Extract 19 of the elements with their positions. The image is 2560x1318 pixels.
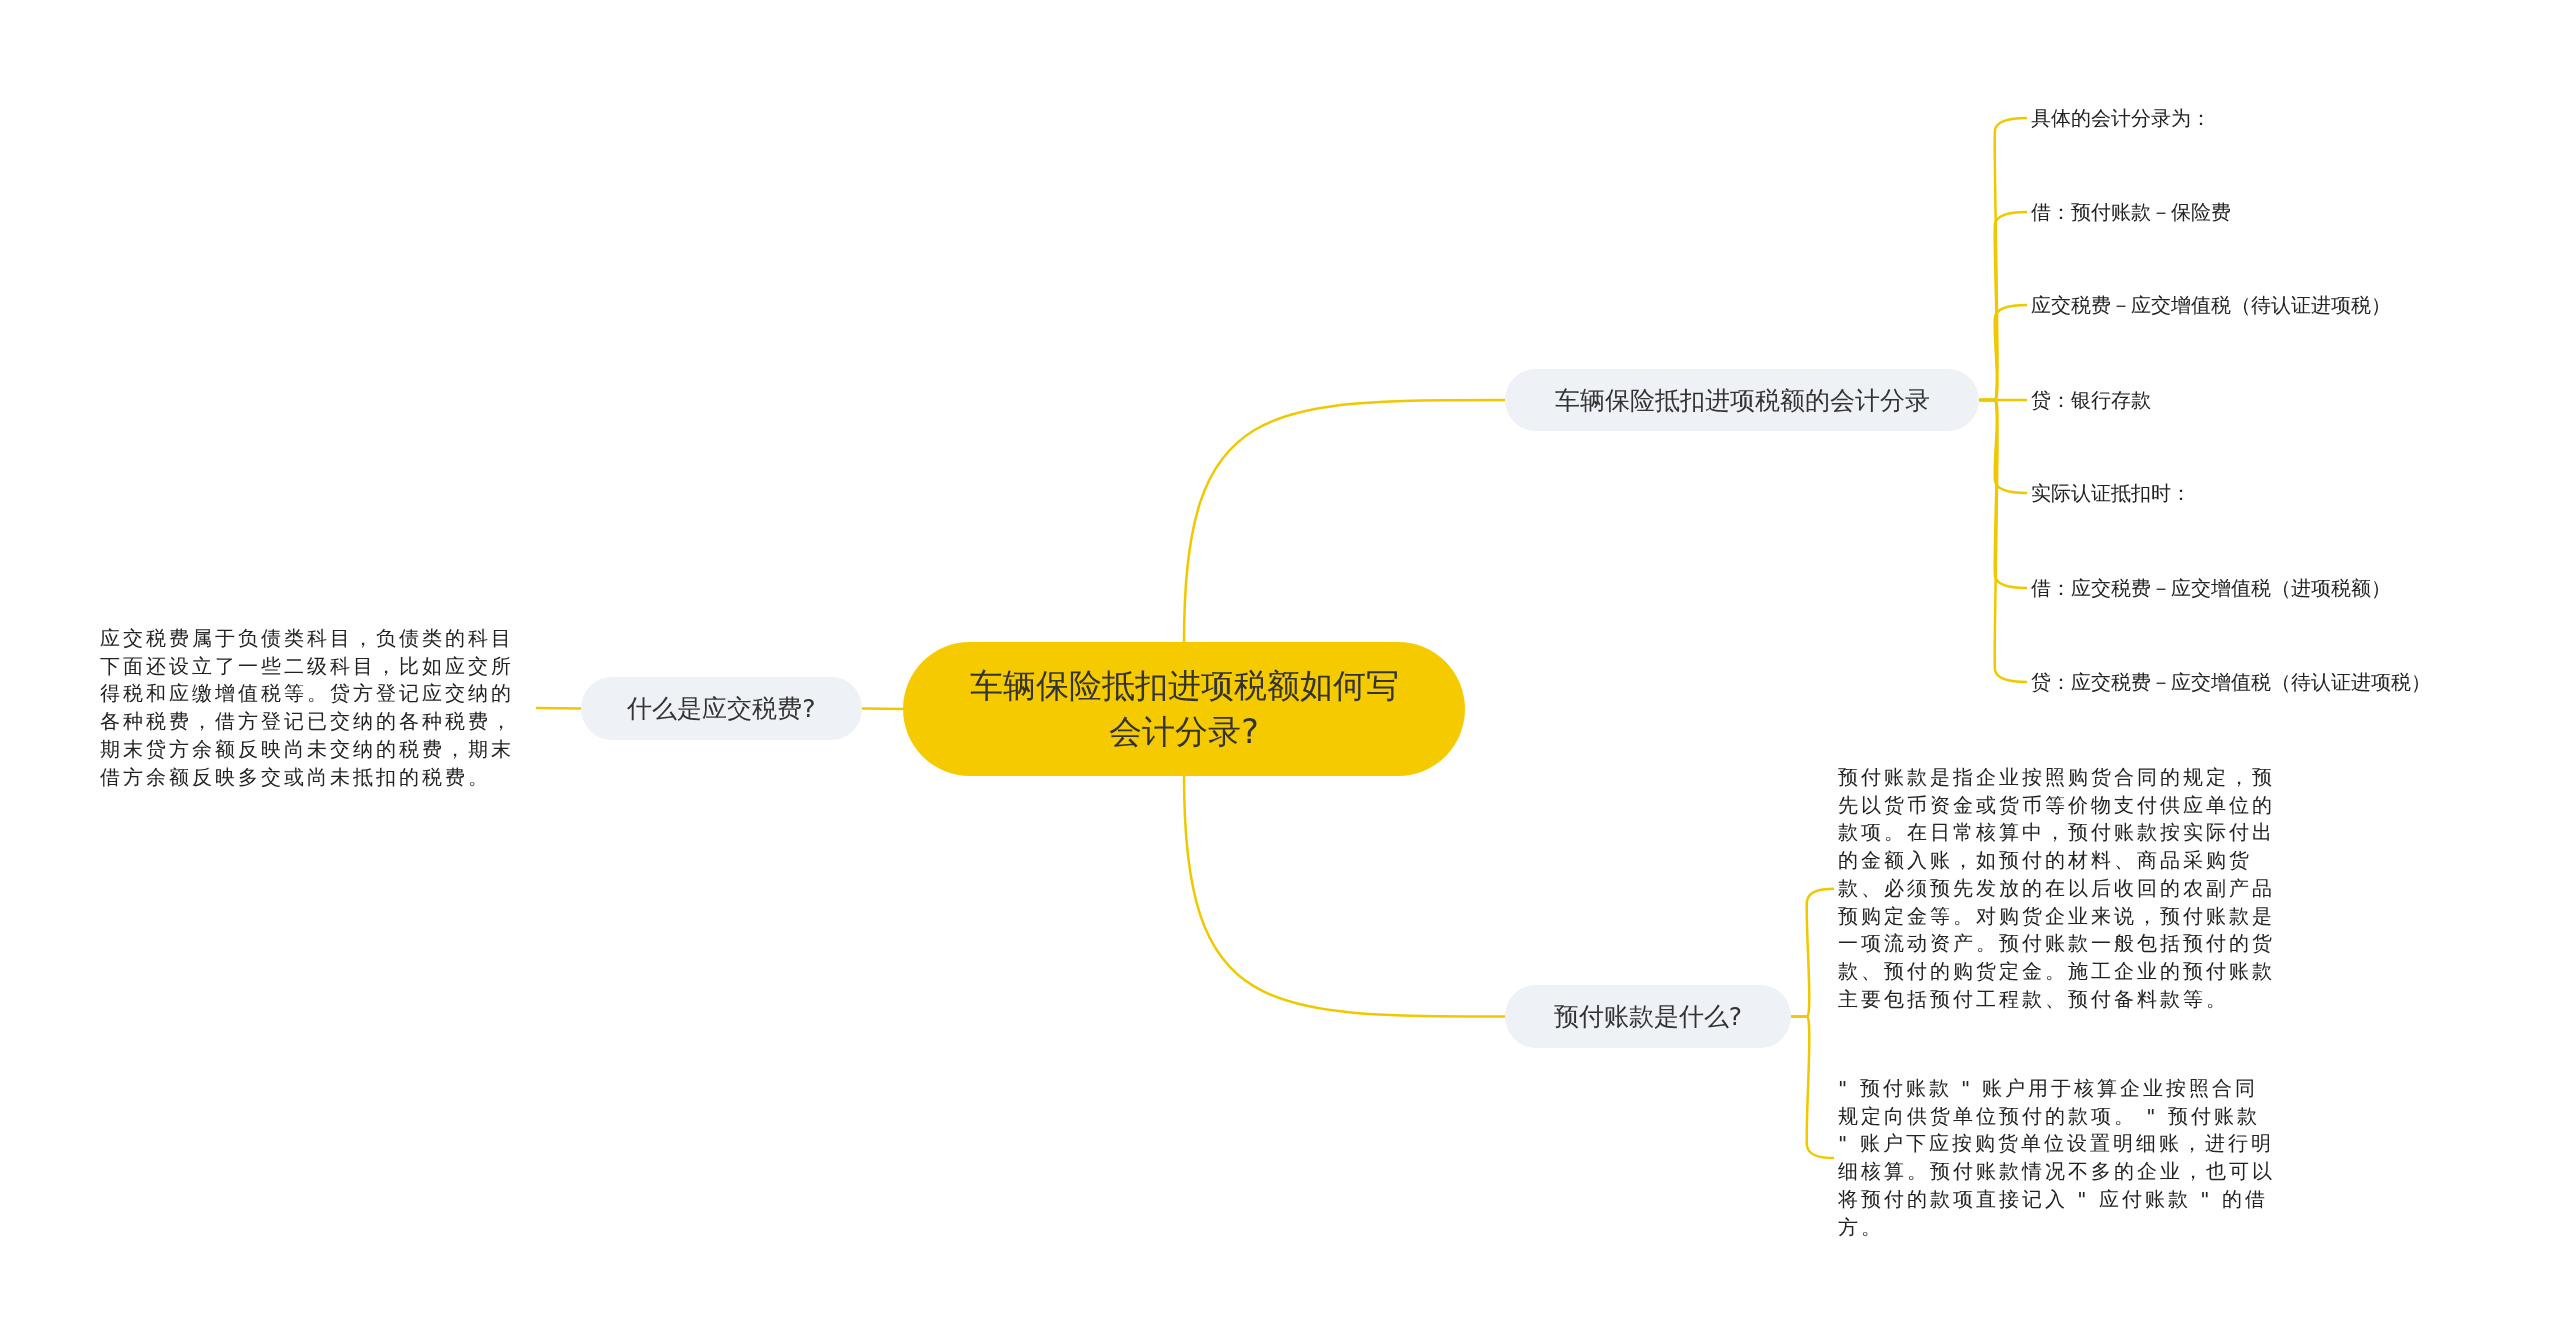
topic-box: 车辆保险抵扣进项税额的会计分录 xyxy=(1505,369,1979,431)
subtopic-text: 贷：应交税费－应交增值税（待认证进项税） xyxy=(2027,668,2435,696)
subtopic-text: 借：预付账款－保险费 xyxy=(2027,198,2235,226)
topic-box: 什么是应交税费? xyxy=(581,677,862,740)
subtopic-text: 借：应交税费－应交增值税（进项税额） xyxy=(2027,574,2395,602)
note-text: 应交税费属于负债类科目，负债类的科目下面还设立了一些二级科目，比如应交所得税和应缴增值税等。贷方登记应交纳的各种税费，借方登记已交纳的各种税费，期末贷方余额反映尚未交纳的税费，期末借方余额反映多交或尚未抵扣的税费。 xyxy=(96,625,536,792)
note-text: " 预付账款 " 账户用于核算企业按照合同规定向供货单位预付的款项。 " 预付账款 " 账户下应按购货单位设置明细账，进行明细核算。预付账款情况不多的企业，也可以将预付的款项直接记入 " 应付账款 " 的借方。 xyxy=(1834,1075,2284,1242)
subtopic-text: 应交税费－应交增值税（待认证进项税） xyxy=(2027,291,2395,319)
subtopic-text: 实际认证抵扣时： xyxy=(2027,479,2195,507)
connector-line xyxy=(862,707,903,711)
central-topic: 车辆保险抵扣进项税额如何写会计分录? xyxy=(903,642,1465,776)
connector-line xyxy=(1979,398,2028,684)
connector-line xyxy=(1182,398,1505,643)
subtopic-text: 贷：银行存款 xyxy=(2027,386,2155,414)
topic-box: 预付账款是什么? xyxy=(1505,985,1791,1048)
connector-line xyxy=(1182,775,1505,1018)
subtopic-text: 具体的会计分录为： xyxy=(2027,104,2215,132)
note-text: 预付账款是指企业按照购货合同的规定，预先以货币资金或货币等价物支付供应单位的款项。在日常核算中，预付账款按实际付出的金额入账，如预付的材料、商品采购货款、必须预先发放的在以后收回的农副产品预购定金等。对购货企业来说，预付账款是一项流动资产。预付账款一般包括预付的货款、预付的购货定金。施工企业的预付账款主要包括预付工程款、预付备料款等。 xyxy=(1834,764,2284,1014)
connector-line xyxy=(536,706,581,710)
